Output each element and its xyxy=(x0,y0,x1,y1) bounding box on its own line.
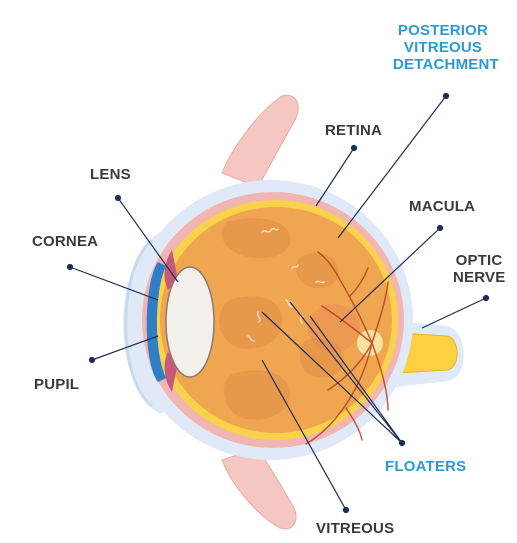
label-optic-line1: OPTIC xyxy=(453,252,505,269)
label-retina: RETINA xyxy=(325,122,382,139)
lower-muscle xyxy=(222,448,296,529)
label-cornea: CORNEA xyxy=(32,233,98,250)
label-optic-nerve: OPTIC NERVE xyxy=(453,252,505,286)
label-pvd-line2: VITREOUS xyxy=(393,39,493,56)
label-pvd-line1: POSTERIOR xyxy=(393,22,493,39)
label-optic-line2: NERVE xyxy=(453,269,505,286)
label-posterior-vitreous-detachment: POSTERIOR VITREOUS DETACHMENT xyxy=(393,22,493,73)
label-floaters: FLOATERS xyxy=(385,458,466,475)
lens xyxy=(166,267,214,377)
label-vitreous: VITREOUS xyxy=(316,520,394,537)
upper-muscle xyxy=(222,95,298,187)
label-lens: LENS xyxy=(90,166,131,183)
label-pvd-line3: DETACHMENT xyxy=(393,56,493,73)
label-macula: MACULA xyxy=(409,198,475,215)
label-pupil: PUPIL xyxy=(34,376,79,393)
